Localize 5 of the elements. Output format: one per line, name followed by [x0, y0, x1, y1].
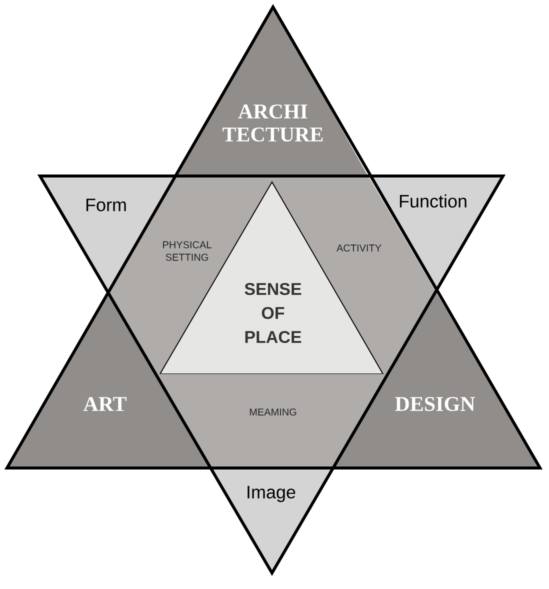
triangle-region: DESIGN — [334, 292, 540, 468]
triangle-region: Image — [210, 468, 334, 573]
triangle-region: ART — [7, 292, 210, 468]
band-region: MEAMING — [156, 374, 389, 468]
triangle-region: ARCHI TECTURE — [177, 7, 368, 176]
